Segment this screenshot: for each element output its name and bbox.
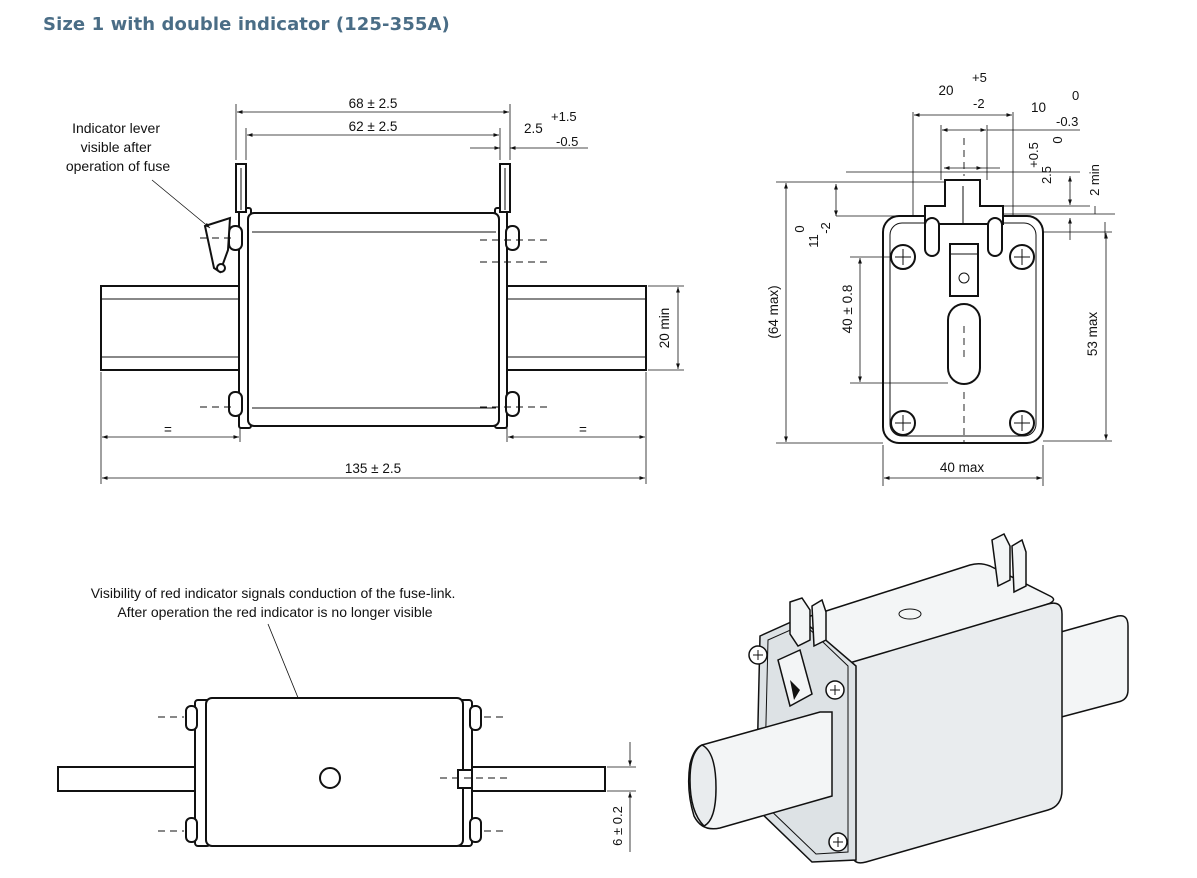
- dim-2-5-vertical: 2.5: [1039, 166, 1054, 184]
- top-view-body: [205, 697, 464, 847]
- dim-20: 20: [938, 83, 953, 98]
- indicator-lever-note: Indicator lever visible after operation …: [66, 120, 171, 174]
- dim-2-min: 2 min: [1087, 164, 1102, 196]
- red-indicator-note: Visibility of red indicator signals cond…: [91, 585, 460, 620]
- dim-68: 68 ± 2.5: [349, 96, 398, 111]
- dim-6: 6 ± 0.2: [610, 806, 625, 846]
- svg-text:0: 0: [792, 225, 807, 232]
- dim-40-0-8: 40 ± 0.8: [840, 285, 855, 334]
- svg-text:-0.5: -0.5: [556, 134, 578, 149]
- svg-text:+5: +5: [972, 70, 987, 85]
- dim-40-max: 40 max: [940, 460, 985, 475]
- top-view: Visibility of red indicator signals cond…: [57, 585, 636, 852]
- dim-64-max: (64 max): [766, 285, 781, 338]
- svg-text:0: 0: [1050, 136, 1065, 143]
- fuse-body: [247, 212, 500, 427]
- svg-text:0: 0: [1072, 88, 1079, 103]
- isometric-view: [687, 532, 1129, 864]
- svg-text:-2: -2: [818, 222, 833, 234]
- dim-2-5: 2.5: [524, 121, 543, 136]
- indicator-lever: [203, 216, 232, 274]
- svg-text:=: =: [579, 422, 587, 437]
- dim-53-max: 53 max: [1085, 312, 1100, 357]
- svg-text:+0.5: +0.5: [1026, 142, 1041, 168]
- svg-text:+1.5: +1.5: [551, 109, 577, 124]
- dim-10: 10: [1031, 100, 1046, 115]
- end-view: 20 +5 -2 10 0 -0.3 2.5 +0.5 0 2 min (64 …: [766, 70, 1115, 486]
- dim-11: 11: [806, 234, 821, 248]
- dim-135: 135 ± 2.5: [345, 461, 401, 476]
- page-title: Size 1 with double indicator (125-355A): [43, 14, 450, 35]
- dim-62: 62 ± 2.5: [349, 119, 398, 134]
- svg-text:=: =: [164, 422, 172, 437]
- svg-text:-0.3: -0.3: [1056, 114, 1078, 129]
- red-indicator-window: [319, 767, 341, 789]
- dim-20-min: 20 min: [657, 308, 672, 349]
- side-view: Indicator lever visible after operation …: [66, 96, 684, 484]
- svg-text:-2: -2: [973, 96, 985, 111]
